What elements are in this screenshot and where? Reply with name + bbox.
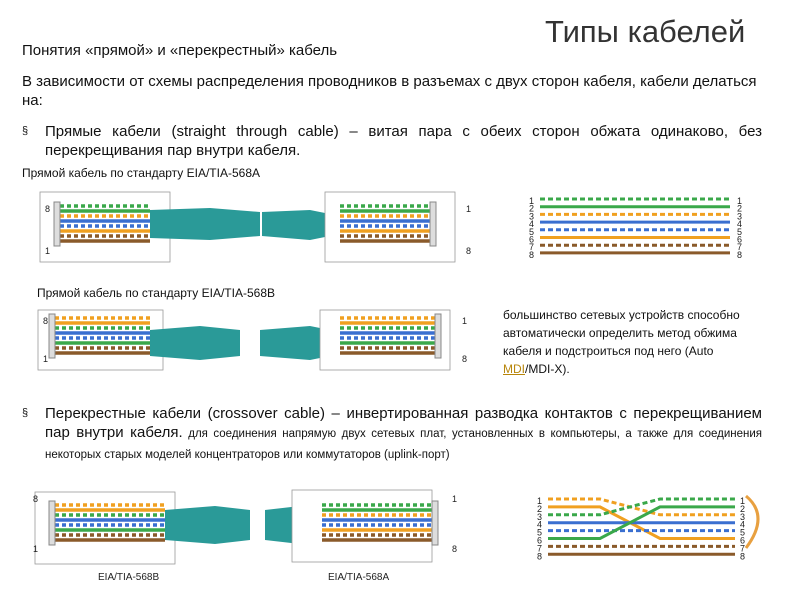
pin-number: 2	[737, 204, 742, 214]
straight-568b-illustration	[37, 309, 451, 371]
bullet-marker: §	[22, 407, 29, 419]
pin-number: 6	[529, 235, 534, 245]
pin-number: 8	[740, 551, 745, 561]
std-label-568a: EIA/TIA-568A	[328, 572, 390, 583]
pin-number: 1	[45, 246, 50, 256]
pin-number: 7	[740, 543, 745, 553]
pin-number: 8	[45, 204, 50, 214]
pin-number: 1	[737, 196, 742, 206]
rj45-contact-block	[48, 500, 56, 546]
pin-number: 5	[529, 227, 534, 237]
pin-number: 1	[33, 544, 38, 554]
note-tail: /MDI-X).	[525, 362, 570, 376]
pin-number: 5	[537, 528, 542, 538]
auto-mdi-note: большинство сетевых устройств способно а…	[503, 306, 763, 378]
crossover-illustration	[34, 489, 433, 565]
intro-text: В зависимости от схемы распределения про…	[22, 73, 757, 109]
caption-568a: Прямой кабель по стандарту EIA/TIA-568A	[22, 166, 260, 180]
pin-number: 5	[737, 227, 742, 237]
mdi-link[interactable]: MDI	[503, 362, 525, 376]
caption-568b: Прямой кабель по стандарту EIA/TIA-568B	[37, 286, 275, 300]
pin-number: 7	[737, 242, 742, 252]
pin-number: 3	[529, 211, 534, 221]
pin-number: 2	[529, 204, 534, 214]
pin-number: 1	[452, 494, 457, 504]
bullet-marker: §	[22, 125, 29, 137]
pin-number: 4	[529, 219, 534, 229]
pin-number: 1	[740, 496, 745, 506]
pin-number: 1	[529, 196, 534, 206]
bullet-crossover-text: Перекрестные кабели (crossover cable) – …	[45, 405, 762, 441]
rj45-contact-block	[431, 500, 439, 546]
pin-number: 1	[466, 204, 471, 214]
pin-number: 2	[740, 504, 745, 514]
pin-number: 3	[537, 512, 542, 522]
pin-number: 1	[43, 354, 48, 364]
pin-number: 8	[537, 551, 542, 561]
pin-number: 2	[537, 504, 542, 514]
pin-number: 8	[33, 494, 38, 504]
pin-number: 5	[740, 528, 745, 538]
pin-number: 4	[737, 219, 742, 229]
pin-number: 6	[737, 235, 742, 245]
pin-number: 4	[537, 520, 542, 530]
pin-number: 8	[462, 354, 467, 364]
pin-number: 8	[737, 250, 742, 260]
pin-number: 6	[740, 536, 745, 546]
pin-number: 8	[529, 250, 534, 260]
bullet-straight: § Прямые кабели (straight through cable)…	[22, 122, 762, 160]
pin-number: 7	[537, 543, 542, 553]
pin-number: 8	[466, 246, 471, 256]
pin-number: 7	[529, 242, 534, 252]
pin-number: 8	[452, 544, 457, 554]
bullet-crossover-detail: для соединения напрямую двух сетевых пла…	[45, 428, 762, 461]
rj45-contact-block	[429, 201, 437, 247]
accent-arc	[744, 494, 760, 549]
std-label-568b: EIA/TIA-568B	[98, 572, 160, 583]
pin-number: 6	[537, 536, 542, 546]
rj45-contact-block	[48, 313, 56, 359]
pin-number: 1	[462, 316, 467, 326]
pin-number: 3	[737, 211, 742, 221]
pin-number: 3	[740, 512, 745, 522]
slide-subtitle: Понятия «прямой» и «перекрестный» кабель	[22, 42, 338, 59]
bullet-crossover: § Перекрестные кабели (crossover cable) …	[22, 404, 762, 465]
rj45-contact-block	[53, 201, 61, 247]
bullet-straight-text: Прямые кабели (straight through cable) –…	[45, 123, 762, 159]
pin-number: 4	[740, 520, 745, 530]
rj45-contact-block	[434, 313, 442, 359]
pin-number: 1	[537, 496, 542, 506]
slide-title: Типы кабелей	[545, 14, 746, 49]
note-text: большинство сетевых устройств способно а…	[503, 308, 740, 358]
pinout-wire	[548, 505, 735, 540]
pin-number: 8	[43, 316, 48, 326]
pinout-wire	[548, 497, 735, 517]
